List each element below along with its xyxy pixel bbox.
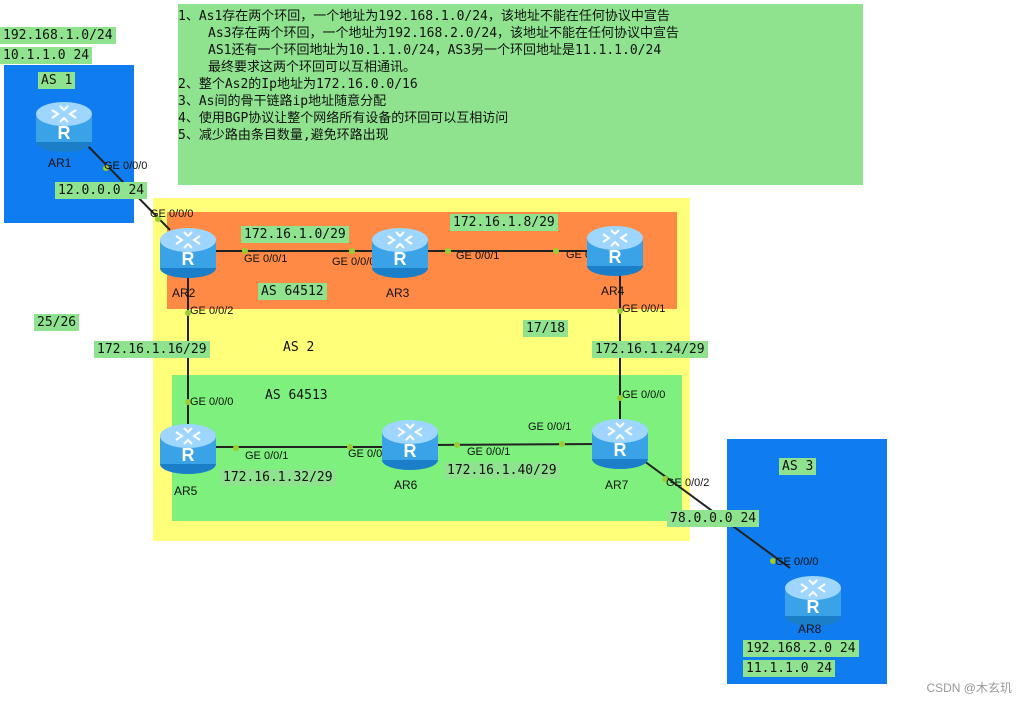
port-dot-ar7-g002 <box>662 476 668 482</box>
port-dot-ar3-g000 <box>349 248 355 254</box>
svg-text:R: R <box>58 123 71 143</box>
requirement-line: As3存在两个环回，一个地址为192.168.2.0/24，该地址不能在任何协议… <box>208 26 680 41</box>
port-label-ar6-g000: GE 0/0/0 <box>348 448 392 460</box>
router-ar1-name: AR1 <box>48 156 72 170</box>
as3-loopback2-label: 11.1.1.0 24 <box>743 660 836 677</box>
router-icon: R <box>785 576 841 626</box>
as1-loopback1-label: 192.168.1.0/24 <box>0 27 116 44</box>
as3-loopback1-label: 192.168.2.0 24 <box>743 640 859 657</box>
as64512-name-label: AS 64512 <box>258 283 327 300</box>
port-dot-ar1 <box>103 165 109 171</box>
port-dot-ar5-g000 <box>185 399 191 405</box>
router-ar6[interactable]: R <box>380 414 440 476</box>
port-dot-ar2-g001 <box>242 248 248 254</box>
svg-text:R: R <box>614 440 627 460</box>
svg-text:R: R <box>404 441 417 461</box>
router-icon: R <box>160 228 216 278</box>
note-right-label: 17/18 <box>523 320 569 337</box>
network-ar1-ar2-label: 12.0.0.0 24 <box>55 182 148 199</box>
router-icon: R <box>382 420 438 470</box>
router-ar6-name: AR6 <box>394 478 418 492</box>
requirement-line: 最终要求这两个环回可以互相通讯。 <box>208 60 417 75</box>
router-ar5-name: AR5 <box>174 484 198 498</box>
port-label-ar6-g001: GE 0/0/1 <box>467 446 511 458</box>
router-ar3[interactable]: R <box>370 222 430 284</box>
port-label-ar1-g000: GE 0/0/0 <box>104 160 148 172</box>
svg-text:R: R <box>182 445 195 465</box>
requirement-line: 2、整个As2的Ip地址为172.16.0.0/16 <box>178 77 418 92</box>
router-icon: R <box>587 226 643 276</box>
network-ar7-ar8-label: 78.0.0.0 24 <box>667 510 760 527</box>
port-dot-ar7-g000 <box>617 395 623 401</box>
network-ar5-ar6-label: 172.16.1.32/29 <box>220 469 336 486</box>
as1-name-label: AS 1 <box>38 72 76 89</box>
port-dot-ar4-g000 <box>553 248 559 254</box>
router-ar8-name: AR8 <box>798 622 822 636</box>
router-ar4-name: AR4 <box>601 284 625 298</box>
router-icon: R <box>160 424 216 474</box>
port-label-ar2-g001: GE 0/0/1 <box>244 253 288 265</box>
port-dot-ar2-g002 <box>185 310 191 316</box>
network-ar3-ar4-label: 172.16.1.8/29 <box>450 214 558 231</box>
port-dot-ar5-g001 <box>233 445 239 451</box>
router-ar1[interactable]: R <box>34 96 94 158</box>
router-icon: R <box>372 228 428 278</box>
port-dot-ar2-g000 <box>155 216 161 222</box>
requirement-line: 4、使用BGP协议让整个网络所有设备的环回可以互相访问 <box>178 111 509 126</box>
port-label-ar8-g000: GE 0/0/0 <box>775 556 819 568</box>
svg-text:R: R <box>182 249 195 269</box>
port-label-ar3-g001: GE 0/0/1 <box>456 250 500 262</box>
port-dot-ar6-g000 <box>347 444 353 450</box>
port-label-ar5-g001: GE 0/0/1 <box>245 450 289 462</box>
requirement-line: 1、As1存在两个环回，一个地址为192.168.1.0/24，该地址不能在任何… <box>178 9 670 24</box>
network-ar2-ar3-label: 172.16.1.0/29 <box>241 226 349 243</box>
router-ar7[interactable]: R <box>590 413 650 475</box>
router-ar3-name: AR3 <box>386 286 410 300</box>
port-dot-ar8 <box>770 558 776 564</box>
as2-name-label: AS 2 <box>280 339 318 356</box>
port-label-ar7-g002: GE 0/0/2 <box>666 477 710 489</box>
port-dot-ar3-g001 <box>445 248 451 254</box>
network-ar6-ar7-label: 172.16.1.40/29 <box>444 462 560 479</box>
port-label-ar5-g000: GE 0/0/0 <box>190 396 234 408</box>
as64513-name-label: AS 64513 <box>262 387 331 404</box>
watermark: CSDN @木玄玑 <box>926 681 1012 695</box>
port-label-ar2-g002: GE 0/0/2 <box>190 305 234 317</box>
port-dot-ar6-g001 <box>454 442 460 448</box>
requirement-line: 3、As间的骨干链路ip地址随意分配 <box>178 94 387 109</box>
requirement-line: AS1还有一个环回地址为10.1.1.0/24，AS3另一个环回地址是11.1.… <box>208 43 662 58</box>
port-label-ar2-g000: GE 0/0/0 <box>150 208 194 220</box>
note-left-label: 25/26 <box>34 314 80 331</box>
port-label-ar3-g000: GE 0/0/0 <box>332 256 376 268</box>
port-label-ar7-g000: GE 0/0/0 <box>622 389 666 401</box>
as1-loopback2-label: 10.1.1.0 24 <box>0 47 93 64</box>
svg-text:R: R <box>609 247 622 267</box>
router-ar7-name: AR7 <box>605 478 629 492</box>
router-ar4[interactable]: R <box>585 220 645 282</box>
as3-name-label: AS 3 <box>779 458 817 475</box>
router-icon: R <box>592 419 648 469</box>
svg-text:R: R <box>807 597 820 617</box>
port-label-ar4-g001: GE 0/0/1 <box>622 303 666 315</box>
router-ar2-name: AR2 <box>172 286 196 300</box>
router-ar5[interactable]: R <box>158 418 218 480</box>
port-dot-ar7-g001 <box>559 441 565 447</box>
port-dot-ar4-g001 <box>617 308 623 314</box>
router-icon: R <box>36 102 92 152</box>
network-ar4-ar7-label: 172.16.1.24/29 <box>592 341 708 358</box>
router-ar8[interactable]: R <box>783 570 843 632</box>
requirement-line: 5、减少路由条目数量,避免环路出现 <box>178 128 389 143</box>
network-ar2-ar5-label: 172.16.1.16/29 <box>94 341 210 358</box>
router-ar2[interactable]: R <box>158 222 218 284</box>
svg-text:R: R <box>394 249 407 269</box>
requirements-box: 1、As1存在两个环回，一个地址为192.168.1.0/24，该地址不能在任何… <box>178 4 863 185</box>
port-label-ar7-g001: GE 0/0/1 <box>528 421 572 433</box>
